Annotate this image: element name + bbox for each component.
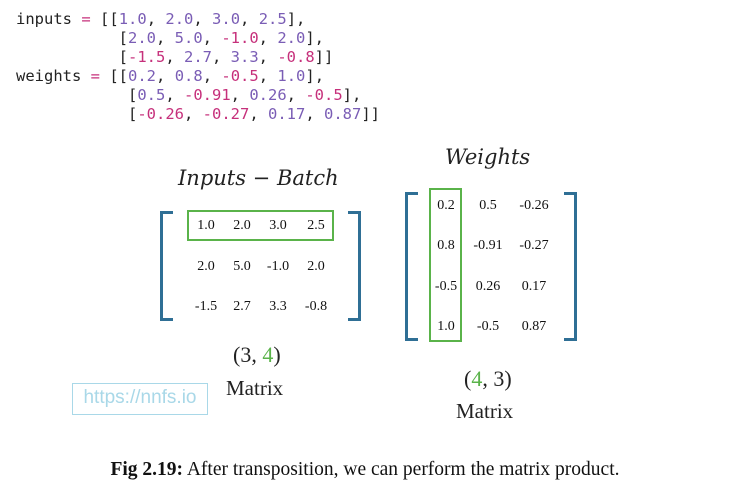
matrix-cell: 0.87 (521, 319, 547, 334)
matrix-cell: -1.5 (194, 299, 218, 314)
inputs-title: Inputs − Batch (178, 166, 339, 190)
matrix-cell: 1.0 (197, 218, 215, 233)
matrix-cell: -0.5 (434, 279, 458, 294)
matrix-cell: 3.0 (269, 218, 287, 233)
matrix-cell: 3.3 (269, 299, 287, 314)
matrix-cell: 2.0 (197, 259, 215, 274)
inputs-row-highlight (187, 210, 334, 241)
matrix-cell: 2.0 (233, 218, 251, 233)
matrix-cell: 0.5 (479, 198, 497, 213)
weights-matrix-label: Matrix (456, 399, 514, 423)
matrix-cell: -1.0 (266, 259, 290, 274)
inputs-left-bracket (160, 211, 173, 321)
weights-line-3: [-0.26, -0.27, 0.17, 0.87]] (16, 105, 381, 123)
matrix-cell: 0.2 (437, 198, 455, 213)
matrix-cell: 5.0 (233, 259, 251, 274)
caption-label: Fig 2.19: (110, 459, 184, 480)
matrix-cell: 1.0 (437, 319, 455, 334)
matrix-cell: -0.26 (519, 198, 549, 213)
matrix-cell: 2.7 (233, 299, 251, 314)
weights-left-bracket (405, 192, 418, 341)
caption-text: After transposition, we can perform the … (183, 459, 620, 480)
figure-panel: inputs = [[1.0, 2.0, 3.0, 2.5], [2.0, 5.… (16, 10, 577, 423)
matrix-cell: 0.17 (521, 279, 547, 294)
matrix-cell: 0.26 (475, 279, 501, 294)
matrix-cell: 2.5 (307, 218, 325, 233)
inputs-line-2: [2.0, 5.0, -1.0, 2.0], (16, 29, 324, 47)
watermark: https://nnfs.io (72, 383, 208, 415)
matrix-cell: 2.0 (307, 259, 325, 274)
weights-title: Weights (445, 145, 531, 169)
matrix-cell: 0.8 (437, 238, 455, 253)
weights-right-bracket (564, 192, 577, 341)
inputs-right-bracket (348, 211, 361, 321)
matrix-cell: -0.5 (476, 319, 500, 334)
figure-caption: Fig 2.19: After transposition, we can pe… (0, 459, 730, 481)
weights-shape: (4, 3) (464, 366, 512, 391)
weights-line-1: weights = [[0.2, 0.8, -0.5, 1.0], (16, 67, 325, 85)
matrix-cell: -0.27 (519, 238, 549, 253)
weights-line-2: [0.5, -0.91, 0.26, -0.5], (16, 86, 362, 104)
weights-column-highlight (429, 188, 462, 342)
matrix-cell: -0.8 (304, 299, 328, 314)
code-block: inputs = [[1.0, 2.0, 3.0, 2.5], [2.0, 5.… (16, 10, 380, 124)
inputs-shape: (3, 4) (233, 342, 281, 367)
inputs-line-1: inputs = [[1.0, 2.0, 3.0, 2.5], (16, 10, 306, 28)
inputs-line-3: [-1.5, 2.7, 3.3, -0.8]] (16, 48, 334, 66)
matrix-cell: -0.91 (473, 238, 503, 253)
inputs-matrix-label: Matrix (226, 376, 284, 400)
